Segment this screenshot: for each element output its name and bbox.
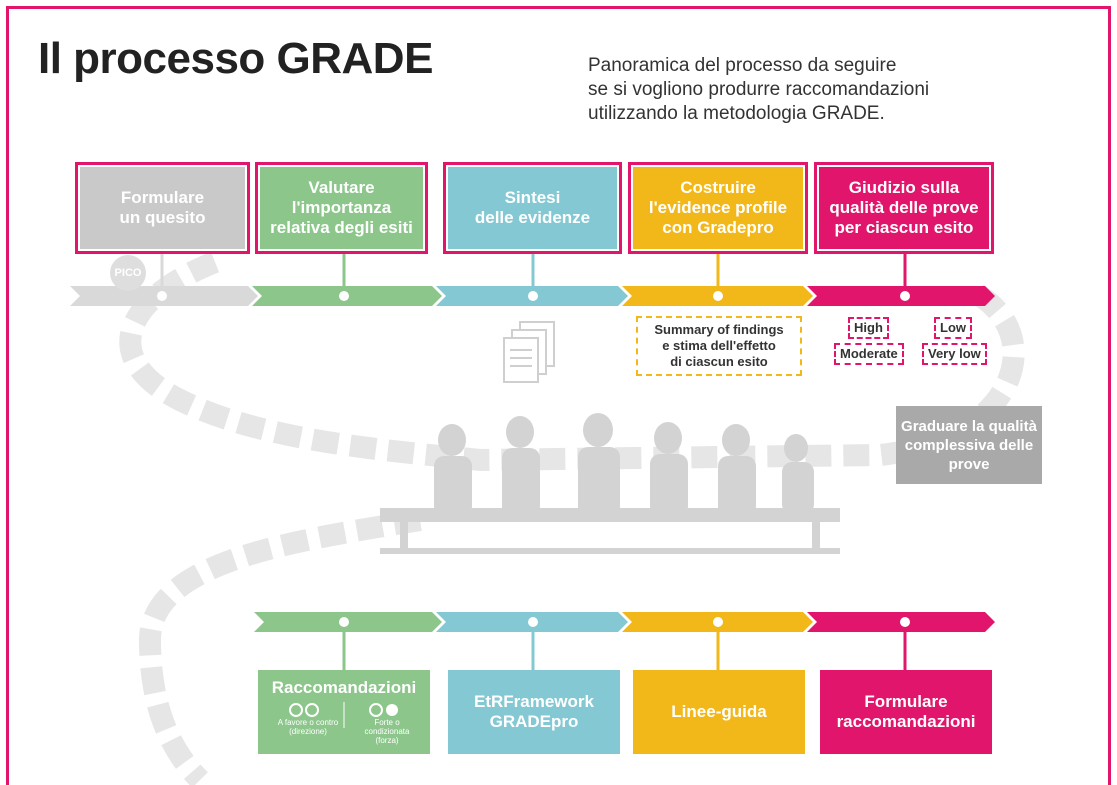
summary-line: Summary of findings: [654, 322, 784, 337]
step-sintesi-evidenze: Sintesi delle evidenze: [443, 162, 622, 254]
step-label: per ciascun esito: [834, 218, 974, 237]
step-label: relativa degli esiti: [270, 218, 413, 237]
step-label: l'importanza: [291, 198, 392, 217]
step-label: un quesito: [119, 208, 206, 227]
step-etr-framework: EtRFramework GRADEpro: [448, 670, 620, 754]
quality-level-very-low: Very low: [922, 343, 987, 365]
subtitle-line: se si vogliono produrre raccomandazioni: [588, 79, 930, 100]
step-label: Raccomandazioni: [271, 678, 417, 697]
summary-line: di ciascun esito: [670, 354, 768, 369]
raccomandazioni-sub-right: Forte o condizionata (forza): [364, 718, 410, 745]
step-valutare-importanza: Valutare l'importanza relativa degli esi…: [255, 162, 428, 254]
winding-path: [119, 251, 1025, 472]
step-label: Costruire: [680, 178, 756, 197]
step-label: Giudizio sulla: [848, 178, 960, 197]
step-label: qualità delle prove: [829, 198, 979, 217]
step-giudizio-qualita: Giudizio sulla qualità delle prove per c…: [814, 162, 994, 254]
step-linee-guida: Linee-guida: [633, 670, 805, 754]
pico-badge: PICO: [110, 255, 146, 291]
bottom-timeline: [254, 612, 995, 672]
step-label: EtRFramework: [474, 692, 594, 711]
step-costruire-evidence-profile: Costruire l'evidence profile con Gradepr…: [628, 162, 808, 254]
page-subtitle: Panoramica del processo da seguire se si…: [588, 54, 929, 126]
step-label: con Gradepro: [662, 218, 774, 237]
step-label: l'evidence profile: [648, 198, 788, 217]
step-formulare-quesito: Formulare un quesito: [75, 162, 250, 254]
winding-path-lower: [138, 509, 422, 785]
step-label: Formulare: [120, 188, 205, 207]
quality-level-high: High: [848, 317, 889, 339]
quality-level-low: Low: [934, 317, 972, 339]
step-label: Valutare: [308, 178, 375, 197]
step-label: Linee-guida: [671, 702, 767, 721]
subtitle-line: Panoramica del processo da seguire: [588, 55, 897, 76]
step-label: GRADEpro: [489, 712, 579, 731]
subtitle-line: utilizzando la metodologia GRADE.: [588, 103, 885, 124]
graduare-qualita-box: Graduare la qualità complessiva delle pr…: [896, 406, 1042, 484]
summary-of-findings-note: Summary of findings e stima dell'effetto…: [636, 316, 802, 376]
step-label: delle evidenze: [474, 208, 591, 227]
meeting-silhouettes-icon: [380, 413, 840, 554]
graduare-line: Graduare la qualità: [901, 417, 1037, 435]
step-formulare-raccomandazioni: Formulare raccomandazioni: [820, 670, 992, 754]
summary-line: e stima dell'effetto: [662, 338, 776, 353]
step-label: Formulare: [864, 692, 948, 711]
top-timeline: [70, 252, 995, 306]
page-title: Il processo GRADE: [38, 34, 433, 83]
quality-level-moderate: Moderate: [834, 343, 904, 365]
raccomandazioni-sub-left: A favore o contro (direzione): [277, 718, 339, 736]
graduare-line: prove: [948, 455, 990, 473]
document-icon: [503, 321, 555, 383]
graduare-line: complessiva delle: [904, 436, 1034, 454]
step-label: raccomandazioni: [836, 712, 976, 731]
step-label: Sintesi: [504, 188, 561, 207]
infographic-frame: [6, 6, 1111, 785]
raccomandazioni-icons: [289, 702, 398, 728]
